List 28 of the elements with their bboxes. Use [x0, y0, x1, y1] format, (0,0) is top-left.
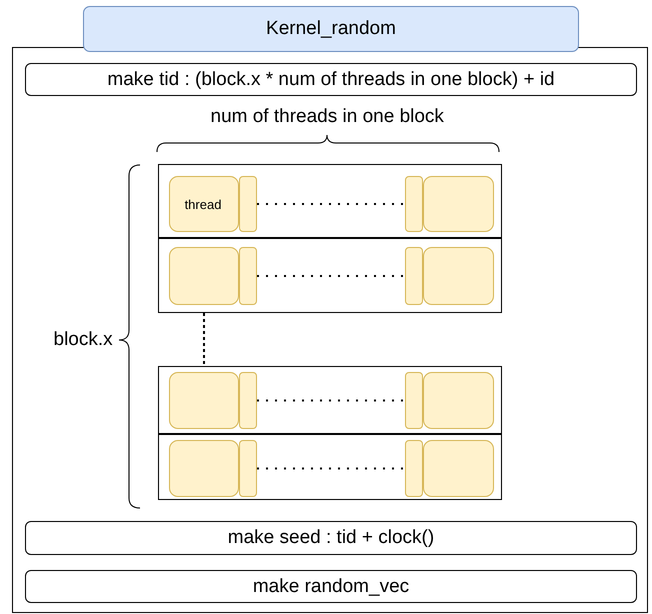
step-box: make seed : tid + clock() — [25, 521, 637, 555]
block-row — [158, 164, 502, 238]
thread-box — [405, 440, 423, 497]
step-box: make tid : (block.x * num of threads in one block) + id — [25, 63, 637, 96]
thread-box — [169, 372, 239, 429]
thread-box — [169, 247, 239, 305]
brace-label: block.x — [54, 329, 113, 351]
block-row — [158, 434, 502, 500]
thread-box — [423, 176, 494, 232]
thread-box — [423, 440, 494, 497]
thread-box — [405, 247, 423, 305]
thread-box — [405, 176, 423, 232]
thread-box: thread — [169, 176, 239, 232]
thread-box — [405, 372, 423, 429]
kernel-frame — [12, 47, 648, 613]
thread-box — [239, 247, 257, 305]
block-row — [158, 238, 502, 313]
thread-box — [423, 247, 494, 305]
step-box: make random_vec — [25, 570, 637, 603]
block-row — [158, 366, 502, 434]
thread-box — [239, 176, 257, 232]
title-box: Kernel_random — [83, 6, 579, 52]
brace-label: num of threads in one block — [210, 106, 444, 128]
thread-box — [239, 440, 257, 497]
thread-box — [423, 372, 494, 429]
thread-box — [169, 440, 239, 497]
thread-box — [239, 372, 257, 429]
dotted-connector — [203, 313, 205, 366]
